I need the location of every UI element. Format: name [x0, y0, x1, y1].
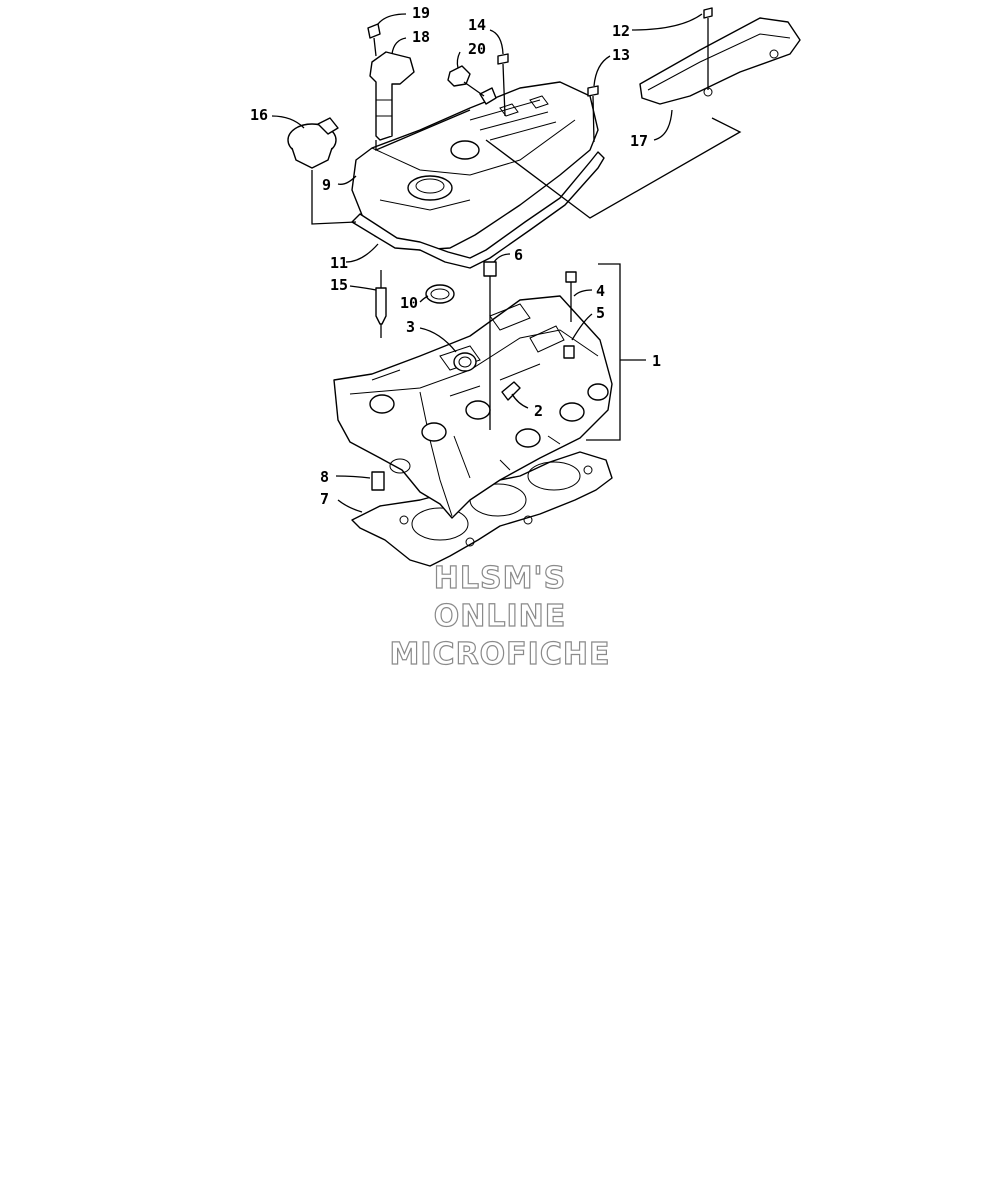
head-bolt	[483, 261, 497, 430]
callout-19: 19	[412, 4, 430, 22]
callout-12: 12	[612, 22, 630, 40]
pin-2	[501, 381, 521, 401]
watermark: HLSM'S ONLINE MICROFICHE	[389, 560, 611, 672]
callout-17: 17	[630, 132, 648, 150]
reference-lines-top	[311, 109, 742, 225]
callout-leaders	[271, 13, 703, 513]
callout-16: 16	[250, 106, 268, 124]
cover-bolt-14	[497, 53, 509, 117]
callout-11: 11	[330, 254, 348, 272]
bolt-4	[565, 271, 577, 322]
callout-3: 3	[406, 318, 415, 336]
callout-20: 20	[468, 40, 486, 58]
callout-15: 15	[330, 276, 348, 294]
callout-10: 10	[400, 294, 418, 312]
ignition-coil	[367, 23, 415, 141]
callout-13: 13	[612, 46, 630, 64]
callout-2: 2	[534, 402, 543, 420]
top-cover-plate	[639, 7, 801, 105]
o-ring	[425, 284, 455, 304]
watermark-line-1: HLSM'S	[434, 561, 566, 596]
callout-4: 4	[596, 282, 605, 300]
cover-bolt-13	[587, 85, 599, 143]
cover-gasket	[351, 151, 605, 269]
callout-18: 18	[412, 28, 430, 46]
callout-7: 7	[320, 490, 329, 508]
valve-cover	[351, 81, 599, 251]
bracket-1	[586, 263, 621, 441]
spark-plug	[375, 270, 387, 338]
callout-14: 14	[468, 16, 486, 34]
callout-8: 8	[320, 468, 329, 486]
callout-9: 9	[322, 176, 331, 194]
callout-6: 6	[514, 246, 523, 264]
oil-filler-cap	[287, 117, 339, 169]
dowel-8	[371, 471, 385, 491]
dowel-5	[563, 345, 575, 359]
watermark-line-3: MICROFICHE	[390, 637, 611, 672]
oil-seal	[453, 352, 477, 372]
breather-clamp	[447, 65, 497, 105]
callout-5: 5	[596, 304, 605, 322]
watermark-line-2: ONLINE	[434, 599, 567, 634]
cylinder-head	[333, 295, 613, 519]
callout-1: 1	[652, 352, 661, 370]
